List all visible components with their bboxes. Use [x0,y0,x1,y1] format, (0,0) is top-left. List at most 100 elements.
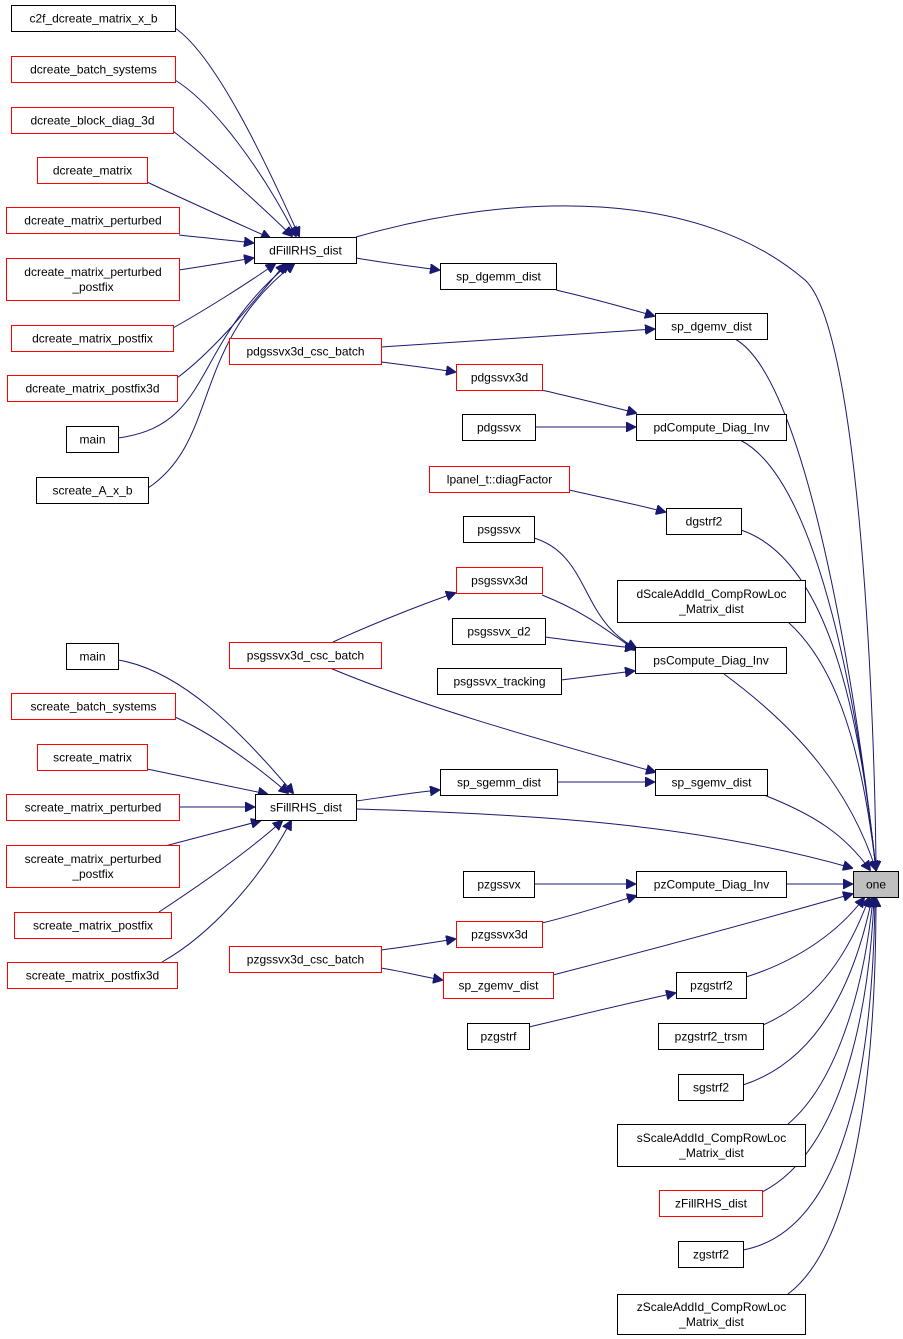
node-scmpf3[interactable]: screate_matrix_postfix3d [7,962,178,989]
node-box-dgstrf2[interactable] [666,508,742,535]
node-pdcdi[interactable]: pdCompute_Diag_Inv [636,414,787,441]
node-box-spsgemm[interactable] [440,769,558,796]
node-main1[interactable]: main [66,426,119,453]
node-box-pscsc[interactable] [229,642,382,669]
node-box-pdgssvx[interactable] [462,414,536,441]
node-sgstrf2[interactable]: sgstrf2 [678,1074,744,1101]
node-psgssvx[interactable]: psgssvx [463,516,535,543]
node-box-ps3d[interactable] [456,567,543,594]
node-psd2[interactable]: psgssvx_d2 [452,618,546,645]
node-zgstrf2[interactable]: zgstrf2 [678,1241,744,1268]
node-box-spdgemv[interactable] [655,313,768,340]
node-box-dscale[interactable] [617,580,806,623]
node-box-dcmpp[interactable] [6,258,180,301]
node-pdcsc[interactable]: pdgssvx3d_csc_batch [229,338,382,365]
node-dcmpp[interactable]: dcreate_matrix_perturbed_postfix [6,258,180,301]
node-lpanel[interactable]: lpanel_t::diagFactor [429,466,570,493]
node-scm[interactable]: screate_matrix [37,744,148,771]
node-zscale[interactable]: zScaleAddId_CompRowLoc_Matrix_dist [617,1294,806,1335]
node-box-dcbs[interactable] [11,56,176,83]
node-pz3d[interactable]: pzgssvx3d [456,921,543,948]
node-pzcsc[interactable]: pzgssvx3d_csc_batch [229,946,382,973]
node-sfill[interactable]: sFillRHS_dist [255,794,357,821]
node-scmpf[interactable]: screate_matrix_postfix [14,912,172,939]
node-box-main2[interactable] [66,643,119,670]
node-box-c2f[interactable] [11,5,176,32]
node-zfill[interactable]: zFillRHS_dist [659,1190,763,1217]
node-dcmpf3[interactable]: dcreate_matrix_postfix3d [7,375,178,402]
node-scmp[interactable]: screate_matrix_perturbed [6,794,180,821]
node-box-zfill[interactable] [659,1190,763,1217]
node-dcm[interactable]: dcreate_matrix [37,157,148,184]
node-box-sscale[interactable] [617,1124,806,1167]
node-spzgemv[interactable]: sp_zgemv_dist [443,972,554,999]
node-box-scmp[interactable] [6,794,180,821]
node-pzgstrf2t[interactable]: pzgstrf2_trsm [658,1023,764,1050]
node-pzgstrf2[interactable]: pzgstrf2 [676,972,747,999]
node-box-psd2[interactable] [452,618,546,645]
node-main2[interactable]: main [66,643,119,670]
node-box-spdgemm[interactable] [440,263,557,290]
node-box-zgstrf2[interactable] [678,1241,744,1268]
node-box-scmpf3[interactable] [7,962,178,989]
node-pdgssvx[interactable]: pdgssvx [462,414,536,441]
node-box-pzgstrf[interactable] [467,1023,530,1050]
node-box-dcmp[interactable] [6,207,180,234]
node-box-psgssvx[interactable] [463,516,535,543]
node-pzgssvx[interactable]: pzgssvx [463,871,535,898]
node-sscale[interactable]: sScaleAddId_CompRowLoc_Matrix_dist [617,1124,806,1167]
node-dcmp[interactable]: dcreate_matrix_perturbed [6,207,180,234]
node-box-pz3d[interactable] [456,921,543,948]
node-scmpp[interactable]: screate_matrix_perturbed_postfix [6,845,180,888]
node-pscdi[interactable]: psCompute_Diag_Inv [635,647,787,674]
node-box-pzgstrf2t[interactable] [658,1023,764,1050]
node-box-dcm[interactable] [37,157,148,184]
node-box-dcmpf3[interactable] [7,375,178,402]
node-box-pd3d[interactable] [456,364,543,391]
node-box-spzgemv[interactable] [443,972,554,999]
node-screateAxb[interactable]: screate_A_x_b [36,477,149,504]
node-box-scmpf[interactable] [14,912,172,939]
node-box-pstrack[interactable] [437,668,562,695]
node-box-one[interactable] [853,871,899,898]
node-spdgemv[interactable]: sp_dgemv_dist [655,313,768,340]
node-pzgstrf[interactable]: pzgstrf [467,1023,530,1050]
node-one[interactable]: one [853,871,899,898]
node-dcbd[interactable]: dcreate_block_diag_3d [11,107,174,134]
node-box-scmpp[interactable] [6,845,180,888]
node-spsgemm[interactable]: sp_sgemm_dist [440,769,558,796]
node-box-sgstrf2[interactable] [678,1074,744,1101]
node-pd3d[interactable]: pdgssvx3d [456,364,543,391]
node-spdgemm[interactable]: sp_dgemm_dist [440,263,557,290]
node-dcmpf[interactable]: dcreate_matrix_postfix [11,325,174,352]
node-dscale[interactable]: dScaleAddId_CompRowLoc_Matrix_dist [617,580,806,623]
node-dcbs[interactable]: dcreate_batch_systems [11,56,176,83]
node-c2f[interactable]: c2f_dcreate_matrix_x_b [11,5,176,32]
node-box-pzgstrf2[interactable] [676,972,747,999]
node-box-screateAxb[interactable] [36,477,149,504]
node-box-pzgssvx[interactable] [463,871,535,898]
node-box-scm[interactable] [37,744,148,771]
node-ps3d[interactable]: psgssvx3d [456,567,543,594]
node-box-pzcdi[interactable] [636,871,787,898]
node-pscsc[interactable]: psgssvx3d_csc_batch [229,642,382,669]
node-dgstrf2[interactable]: dgstrf2 [666,508,742,535]
node-box-pscdi[interactable] [635,647,787,674]
node-box-lpanel[interactable] [429,466,570,493]
node-box-pdcsc[interactable] [229,338,382,365]
node-box-dcbd[interactable] [11,107,174,134]
node-box-scbs[interactable] [11,693,176,720]
node-box-dcmpf[interactable] [11,325,174,352]
node-dfill[interactable]: dFillRHS_dist [254,237,357,264]
node-pstrack[interactable]: psgssvx_tracking [437,668,562,695]
node-scbs[interactable]: screate_batch_systems [11,693,176,720]
node-box-zscale[interactable] [617,1294,806,1335]
node-box-pzcsc[interactable] [229,946,382,973]
node-box-dfill[interactable] [254,237,357,264]
node-box-spsgemv[interactable] [655,769,768,796]
node-box-sfill[interactable] [255,794,357,821]
node-box-pdcdi[interactable] [636,414,787,441]
node-pzcdi[interactable]: pzCompute_Diag_Inv [636,871,787,898]
node-box-main1[interactable] [66,426,119,453]
node-spsgemv[interactable]: sp_sgemv_dist [655,769,768,796]
